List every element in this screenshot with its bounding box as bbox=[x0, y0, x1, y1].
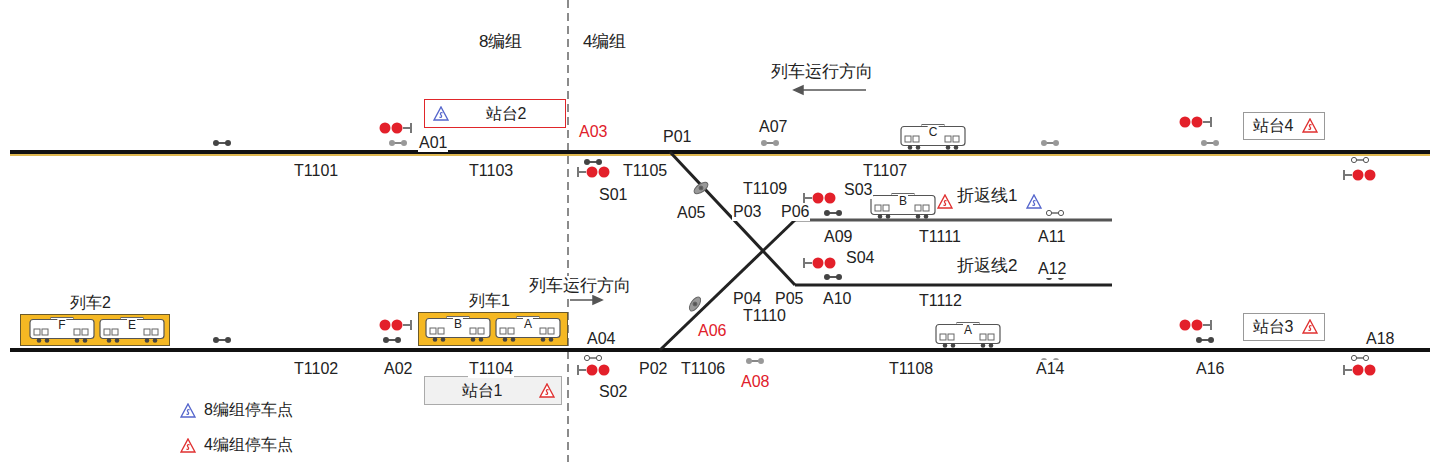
track-id: A18 bbox=[1365, 330, 1395, 348]
train-name: 列车2 bbox=[69, 294, 112, 312]
train-set: 列车2FE bbox=[20, 314, 170, 346]
track-id: A12 bbox=[1037, 260, 1067, 278]
note-label: 折返线1 bbox=[956, 186, 1018, 205]
track-id: A11 bbox=[1037, 228, 1066, 246]
platform-name: 站台1 bbox=[462, 382, 525, 400]
track-id: T1106 bbox=[680, 360, 726, 378]
train-car: B bbox=[870, 193, 936, 219]
legend-text: 4编组停车点 bbox=[204, 436, 293, 454]
stop-point-icon bbox=[1302, 319, 1318, 334]
axle-counters bbox=[213, 140, 1369, 364]
track-id: A04 bbox=[586, 330, 616, 348]
platform-name: 站台3 bbox=[1253, 318, 1316, 336]
track-id: A06 bbox=[697, 322, 727, 340]
train-car: A bbox=[495, 316, 561, 342]
track-id: T1103 bbox=[468, 162, 514, 180]
car-letter: B bbox=[898, 195, 908, 207]
stop-point-icon bbox=[539, 383, 555, 398]
platform-box: 站台1 bbox=[424, 376, 562, 405]
car-letter: E bbox=[127, 319, 137, 331]
track-id: A07 bbox=[758, 118, 788, 136]
track-id: P02 bbox=[638, 360, 668, 378]
track-id: T1105 bbox=[622, 162, 668, 180]
track-id: P05 bbox=[774, 290, 804, 308]
signals bbox=[380, 117, 1376, 376]
track-id: S02 bbox=[598, 383, 628, 401]
note-label: 折返线2 bbox=[956, 256, 1018, 275]
legend-text: 8编组停车点 bbox=[204, 401, 293, 419]
car-letter: C bbox=[928, 126, 939, 138]
track-id: S03 bbox=[843, 181, 873, 199]
track-id: P01 bbox=[662, 128, 692, 146]
track-id: A01 bbox=[418, 134, 448, 152]
track-id: A08 bbox=[740, 373, 770, 391]
car-letter: A bbox=[963, 324, 973, 336]
track-id: A14 bbox=[1035, 360, 1065, 378]
track-id: A03 bbox=[578, 123, 608, 141]
track-id: T1109 bbox=[742, 180, 788, 198]
track-id: T1112 bbox=[918, 292, 963, 310]
note-label: 8编组 bbox=[478, 32, 523, 51]
platform-box: 站台3 bbox=[1243, 313, 1325, 341]
track-id: P06 bbox=[780, 203, 810, 221]
legend-icon bbox=[180, 438, 196, 453]
track-id: P03 bbox=[732, 203, 762, 221]
note-label: 4编组 bbox=[582, 32, 627, 51]
divider-line bbox=[567, 0, 569, 462]
train-name: 列车1 bbox=[468, 292, 511, 310]
legend-item: 4编组停车点 bbox=[180, 436, 293, 454]
track-id: A05 bbox=[676, 204, 706, 222]
train-car: A bbox=[935, 322, 1001, 348]
train-car: F bbox=[29, 317, 95, 343]
track-id: A09 bbox=[823, 228, 853, 246]
train-car: C bbox=[900, 124, 966, 150]
track-id: T1101 bbox=[293, 162, 339, 180]
car-letter: A bbox=[523, 318, 533, 330]
track-id: T1104 bbox=[468, 360, 514, 378]
track-id: S01 bbox=[598, 186, 628, 204]
car-letter: F bbox=[57, 319, 66, 331]
track-id: T1110 bbox=[742, 307, 787, 325]
switch-machines bbox=[687, 180, 710, 313]
stop-point-icon bbox=[433, 106, 449, 121]
platform-name: 站台2 bbox=[464, 105, 527, 123]
legend-icon bbox=[180, 403, 196, 418]
platform-box: 站台4 bbox=[1243, 112, 1325, 140]
track-id: P04 bbox=[732, 290, 762, 308]
tracks bbox=[10, 152, 1430, 350]
direction-arrows bbox=[570, 86, 866, 304]
car-letter: B bbox=[453, 318, 463, 330]
track-id: T1102 bbox=[293, 360, 339, 378]
track-id: T1111 bbox=[918, 228, 962, 246]
track-id: S04 bbox=[845, 249, 875, 267]
train-set: 列车1BA bbox=[418, 312, 568, 346]
note-label: 列车运行方向 bbox=[528, 276, 632, 295]
track-id: A16 bbox=[1195, 360, 1225, 378]
stop-point-icon bbox=[1302, 118, 1318, 133]
platform-name: 站台4 bbox=[1253, 117, 1316, 135]
track-id: T1108 bbox=[888, 360, 934, 378]
legend-item: 8编组停车点 bbox=[180, 401, 293, 419]
train-car: B bbox=[425, 316, 491, 342]
track-id: A10 bbox=[822, 290, 852, 308]
track-id: A02 bbox=[383, 360, 413, 378]
track-id: T1107 bbox=[862, 162, 908, 180]
train-car: E bbox=[99, 317, 165, 343]
platform-box: 站台2 bbox=[424, 99, 566, 128]
note-label: 列车运行方向 bbox=[770, 62, 874, 81]
